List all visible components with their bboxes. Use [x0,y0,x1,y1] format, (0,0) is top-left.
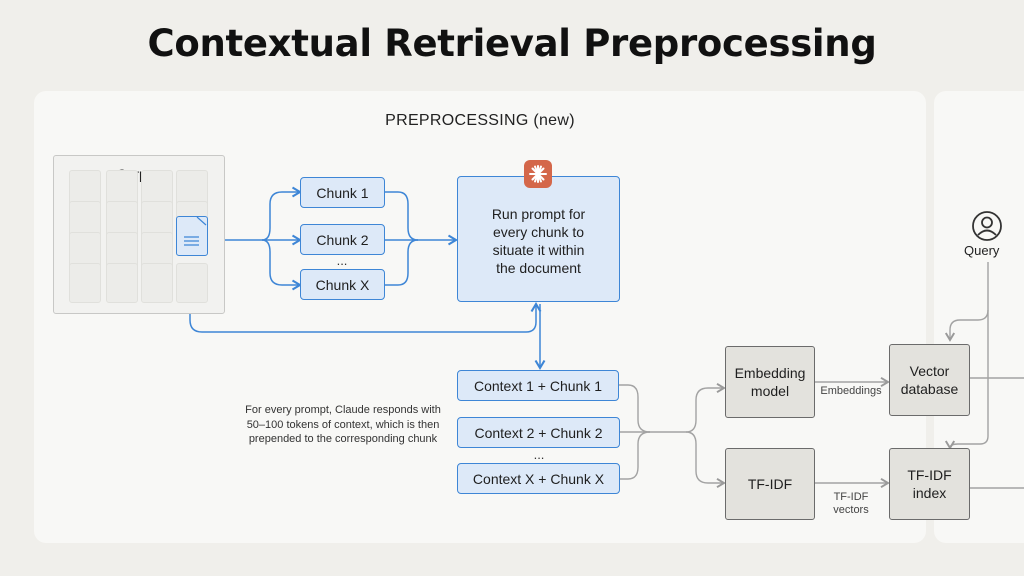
embeddings-edge-label: Embeddings [820,385,882,397]
document-lines-icon [184,216,207,246]
chunk-label: Chunk X [315,276,370,293]
chunk-box: Chunk 1 [300,177,385,208]
chunk-box: Chunk 2 [300,224,385,255]
context-chunk-label: Context 1 + Chunk 1 [473,377,603,394]
ctx1-to-merge [619,384,651,433]
embedding-model-box: Embedding model [725,346,815,418]
prompt-box-label: Run prompt for every chunk to situate it… [491,206,586,276]
chunk-box: Chunk X [300,269,385,300]
person-circle-icon [972,211,1002,241]
page-title: Contextual Retrieval Preprocessing [147,22,877,65]
vector-database-box: Vector database [889,344,970,416]
split-to-embedding [685,382,726,433]
document-icon [176,263,208,303]
chunkx-to-merge [385,239,419,286]
chunk-label: Chunk 2 [316,231,369,248]
embedding-model-label: Embedding model [734,365,806,399]
panel-title: PREPROCESSING (new) [385,112,575,129]
doc-to-prompt-line [189,254,542,333]
vector-database-label: Vector database [900,363,959,397]
context-chunk-box: Context 2 + Chunk 2 [457,417,620,448]
tfidf-label: TF-IDF [747,476,793,492]
prompt-box: Run prompt for every chunk to situate it… [457,176,620,302]
context-chunk-label: Context 2 + Chunk 2 [474,424,603,441]
document-icon [106,263,138,303]
split-to-tfidf [685,431,726,489]
chunk-label: Chunk 1 [316,184,369,201]
selected-document-icon [176,216,208,256]
query-label: Query [964,243,1000,258]
claude-context-note: For every prompt, Claude responds with 5… [245,404,441,445]
tfidf-index-box: TF-IDF index [889,448,970,520]
split-to-chunkx [261,239,303,291]
context-ellipsis: ... [533,447,545,462]
context-chunk-label: Context X + Chunk X [472,470,605,487]
context-chunk-box: Context 1 + Chunk 1 [457,370,619,401]
chunk-ellipsis: ... [336,253,348,268]
chunk1-to-merge [385,191,419,241]
query-to-vector [944,309,989,342]
query-line [944,262,989,450]
document-icon [69,263,101,303]
ctxx-to-merge [620,431,651,480]
tfidf-box: TF-IDF [725,448,815,520]
tfidf-vectors-edge-label: TF-IDF vectors [833,491,869,516]
corpus-box: Corpus [53,155,225,314]
context-chunk-box: Context X + Chunk X [457,463,620,494]
split-to-chunk1 [261,186,303,241]
claude-logo-icon [524,160,552,188]
claude-burst-icon [529,165,547,183]
document-icon [141,263,173,303]
tfidf-index-label: TF-IDF index [907,467,952,501]
user-icon [971,210,1003,242]
